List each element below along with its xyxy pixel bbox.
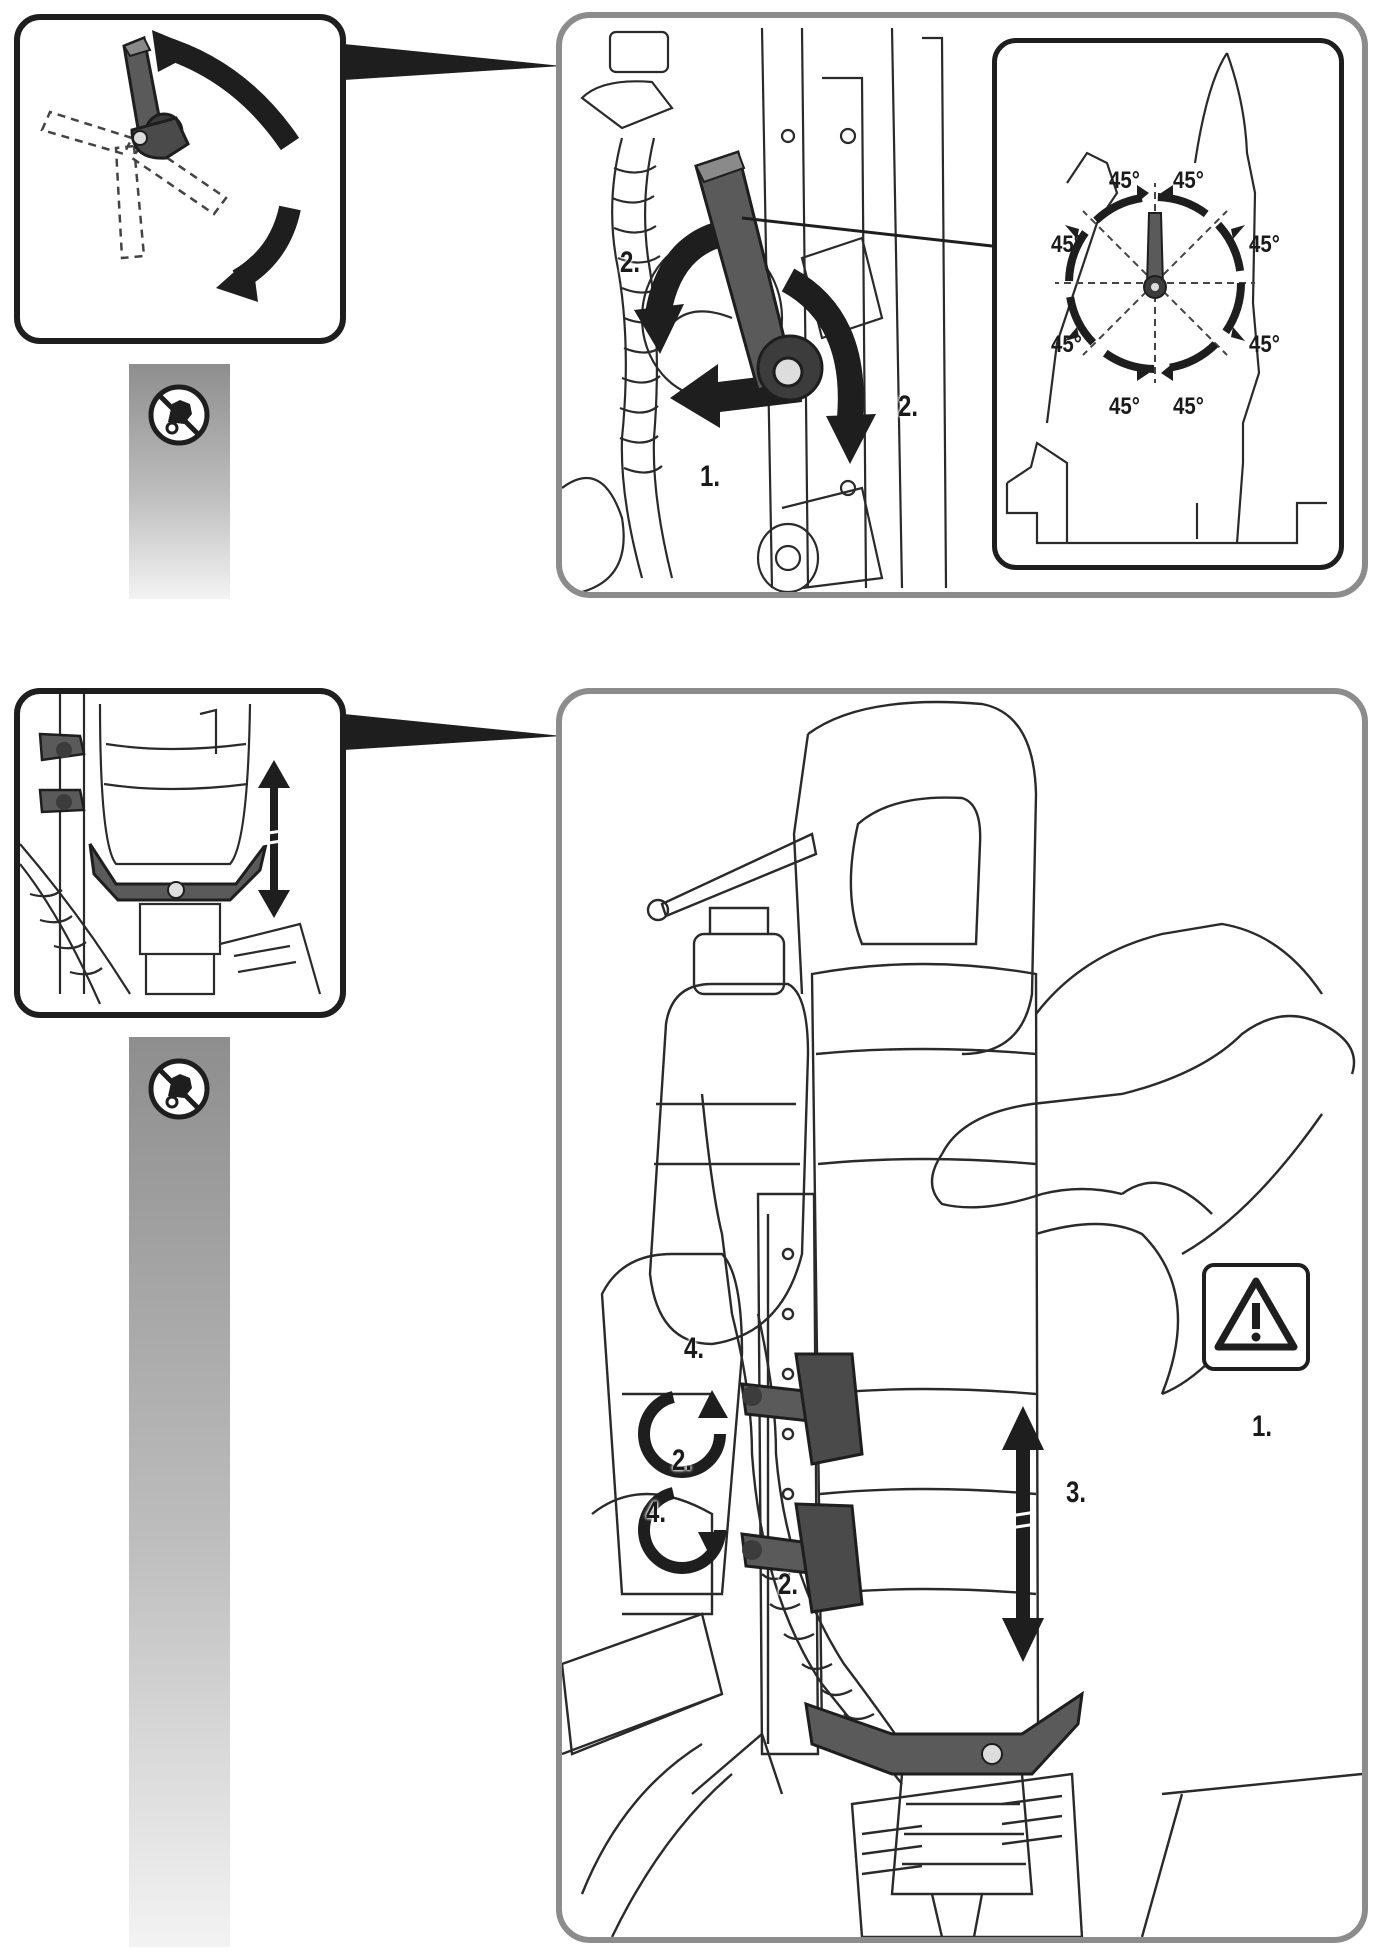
angle-dial-icon [1005, 52, 1327, 545]
no-gloves-strip [129, 1037, 230, 1947]
lever-positions-thumbnail [14, 14, 346, 344]
handle-adjust-panel: 2. 2. 1. [556, 12, 1368, 598]
motor-adjust-panel: 4. 2. 4. 2. 3. [556, 688, 1368, 1943]
step-label-loosen-top: 2. [672, 1444, 693, 1477]
step-label-move: 1. [700, 460, 721, 493]
no-gloves-icon [148, 384, 210, 446]
warning-icon [1214, 1277, 1298, 1351]
angle-label: 45° [1051, 331, 1082, 358]
motor-height-thumbnail [14, 688, 346, 1018]
step-label-rotate-left: 2. [620, 246, 641, 279]
step-label-warning: 1. [1252, 1410, 1273, 1443]
step-label-adjust: 3. [1066, 1476, 1087, 1509]
drill-illustration [562, 700, 1362, 1937]
step-label-rotate-right: 2. [898, 390, 919, 423]
angle-label: 45° [1173, 393, 1204, 420]
lever-icon [40, 30, 301, 302]
drill-motor-icon [20, 694, 322, 1005]
angle-label: 45° [1249, 331, 1280, 358]
step-label-tighten-top: 4. [684, 1332, 705, 1365]
callout-pointer [344, 714, 562, 750]
angle-label: 45° [1109, 393, 1140, 420]
no-gloves-icon [148, 1058, 210, 1120]
double-arrow-icon [1002, 1406, 1044, 1662]
step-label-loosen-bottom: 2. [778, 1568, 799, 1601]
angle-label: 45° [1109, 167, 1140, 194]
drill-handle-illustration [562, 27, 993, 592]
angle-label: 45° [1249, 231, 1280, 258]
warning-box [1202, 1263, 1310, 1371]
double-arrow-icon [258, 760, 290, 918]
rotation-arrow-icon [638, 1390, 728, 1574]
angle-label: 45° [1051, 231, 1082, 258]
angle-label: 45° [1173, 167, 1204, 194]
step-label-tighten-bottom: 4. [646, 1496, 667, 1529]
angle-detail-inset: 45° 45° 45° 45° 45° 45° 45° 45° [992, 38, 1344, 570]
callout-pointer [344, 44, 562, 80]
